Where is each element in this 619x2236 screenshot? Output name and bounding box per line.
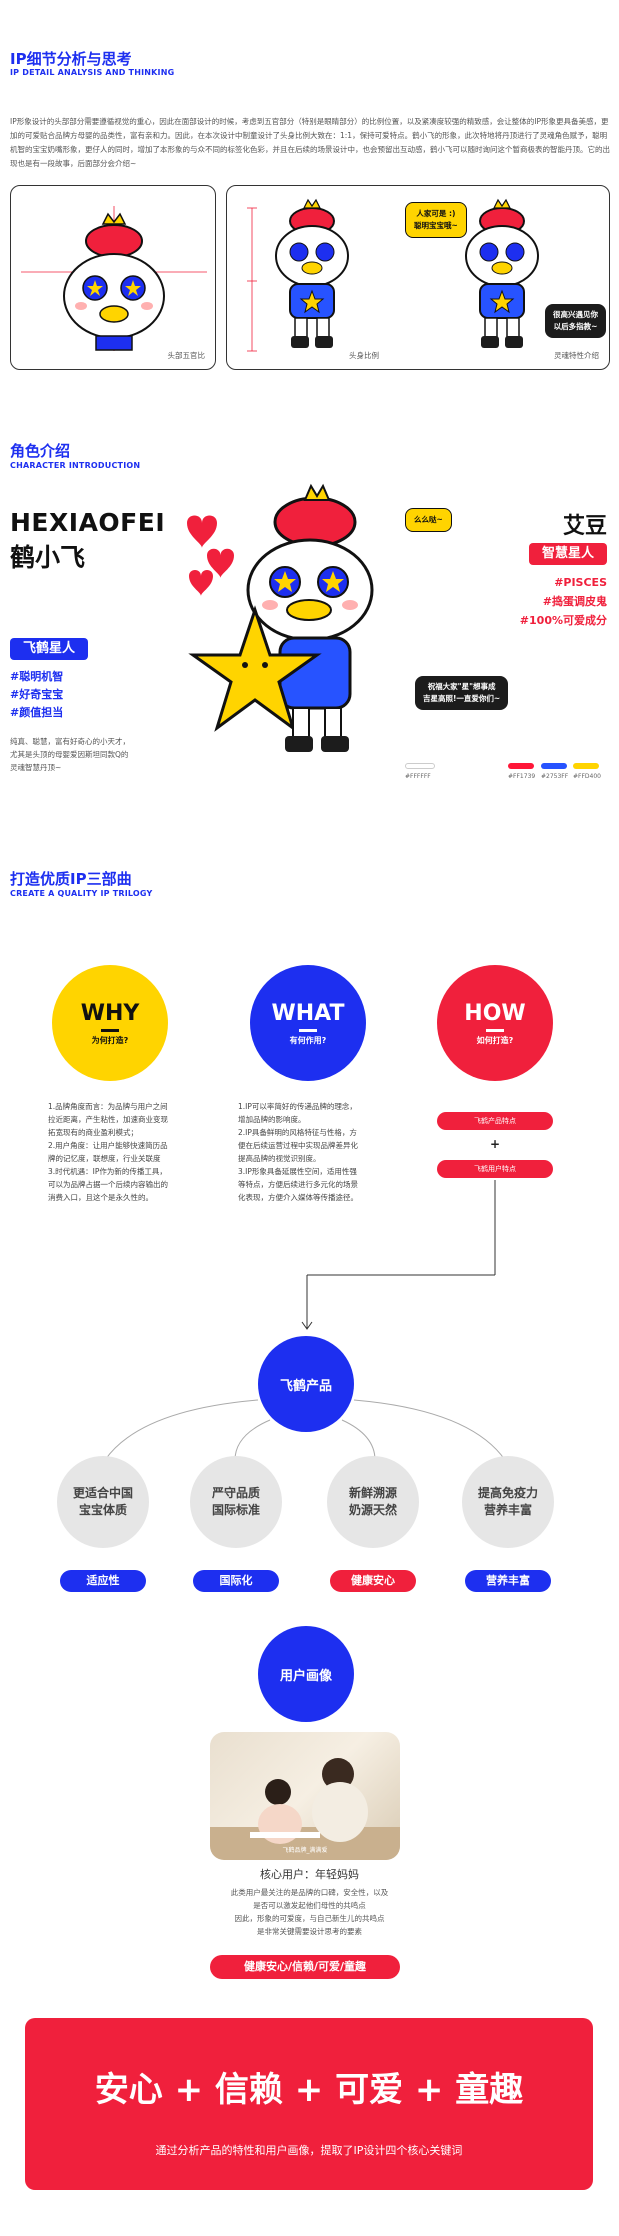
swatch-red xyxy=(508,763,534,769)
how-heading: HOW xyxy=(464,1000,526,1026)
section1-paragraph: IP形象设计的头部部分需要遵循视觉的重心，因此在面部设计的时候，考虑到五官部分（… xyxy=(10,117,610,168)
card2-caption: 头身比例 xyxy=(349,351,379,360)
section3-title: 打造优质IP三部曲 xyxy=(10,870,132,888)
plus-sign: + xyxy=(489,1137,501,1151)
family-photo: 飞鹤品牌_满满爱 xyxy=(210,1732,400,1860)
greeting-bubble: 很高兴遇见你 以后多指教~ xyxy=(545,304,606,338)
swatch-label: #2753FF xyxy=(541,773,569,780)
body-ratio-card: 头身比例 灵魂特性介绍 人家可是 :) 聪明宝宝哦~ 很高兴遇见你 以后多指教~ xyxy=(226,185,610,370)
banner-headline: 安心 + 信赖 + 可爱 + 童趣 xyxy=(94,2070,524,2110)
why-divider xyxy=(101,1028,119,1032)
product-traits-pill: 飞鹤产品特点 xyxy=(437,1112,553,1130)
card3-caption: 灵魂特性介绍 xyxy=(554,351,599,360)
kiss-bubble: 么么哒~ xyxy=(405,508,452,532)
feature-tag: 国际化 xyxy=(193,1570,279,1592)
section2-title: 角色介绍 xyxy=(10,442,71,460)
feature-tag: 健康安心 xyxy=(330,1570,416,1592)
swatch-yellow xyxy=(573,763,599,769)
product-label: 飞鹤产品 xyxy=(279,1378,332,1394)
flow-connector xyxy=(301,1180,496,1330)
body-ratio-illustration xyxy=(247,198,539,352)
hashtag: #PISCES xyxy=(554,576,607,589)
branch-lines xyxy=(104,1399,506,1461)
section3-subtitle: CREATE A QUALITY IP TRILOGY xyxy=(10,889,153,898)
user-portrait-label: 用户画像 xyxy=(279,1668,332,1684)
right-name: 艾豆 xyxy=(562,514,607,539)
user-traits-pill: 飞鹤用户特点 xyxy=(437,1160,553,1178)
right-hashtags: #PISCES #捣蛋调皮鬼 #100%可爱成分 xyxy=(520,573,607,630)
swatch-label: #FFD400 xyxy=(573,773,602,780)
card1-caption: 头部五官比 xyxy=(167,351,206,360)
keyword-tag: 健康安心/信赖/可爱/童趣 xyxy=(210,1955,400,1979)
product-circle: 飞鹤产品 xyxy=(258,1336,354,1432)
hashtag: #颜值担当 xyxy=(10,706,64,719)
hashtag: #好奇宝宝 xyxy=(10,688,64,701)
why-list: 1.品牌角度而言：为品牌与用户之间 拉近距离，产生粘性，加速商业变现 拓宽现有的… xyxy=(48,1102,168,1202)
what-list: 1.IP可以率简好的传递品牌的理念， 增加品牌的影响度。 2.IP具备鲜明的风格… xyxy=(238,1102,358,1202)
why-heading: WHY xyxy=(80,1000,140,1026)
feature-circle: 新鲜溯源 奶源天然 xyxy=(327,1456,419,1548)
core-user-desc: 此类用户最关注的是品牌的口碑，安全性，以及 是否可以激发起他们母性的共鸣点 因此… xyxy=(230,1888,389,1936)
blessing-bubble: 祝福大家"星"想事成 吉星高照!一直爱你们~ xyxy=(415,676,509,710)
hashtag: #聪明机智 xyxy=(10,670,64,683)
feature-circle: 更适合中国 宝宝体质 xyxy=(57,1456,149,1548)
hashtag: #100%可爱成分 xyxy=(519,614,607,627)
feature-circle: 提高免疫力 营养丰富 xyxy=(462,1456,554,1548)
swatch-label: #FF1739 xyxy=(508,773,536,780)
feature-tag: 适应性 xyxy=(60,1570,146,1592)
what-circle: WHAT 有何作用? xyxy=(250,965,366,1081)
how-circle: HOW 如何打造? xyxy=(437,965,553,1081)
photo-illustration xyxy=(210,1758,400,1860)
hexiaofei-character xyxy=(187,483,374,752)
what-subheading: 有何作用? xyxy=(289,1035,327,1045)
user-portrait-circle: 用户画像 xyxy=(258,1626,354,1722)
wisdom-tag: 智慧星人 xyxy=(529,543,607,565)
smart-bubble: 人家可是 :) 聪明宝宝哦~ xyxy=(405,202,467,238)
what-divider xyxy=(299,1028,317,1032)
section2-subtitle: CHARACTER INTRODUCTION xyxy=(10,461,141,470)
hashtag: #捣蛋调皮鬼 xyxy=(542,595,607,608)
swatch-blue xyxy=(541,763,567,769)
head-ratio-card: 头部五官比 xyxy=(10,185,216,370)
character-description: 纯真、聪慧，富有好奇心的小天才， 尤其是头顶的母婴爱因斯坦同款Q的 灵魂智慧丹顶… xyxy=(10,737,130,772)
photo-caption: 飞鹤品牌_满满爱 xyxy=(282,1847,328,1854)
planet-tag: 飞鹤星人 xyxy=(10,638,88,660)
how-subheading: 如何打造? xyxy=(476,1035,514,1045)
section1-subtitle: IP DETAIL ANALYSIS AND THINKING xyxy=(10,68,175,77)
character-name-cn: 鹤小飞 xyxy=(10,543,86,572)
feature-circle: 严守品质 国际标准 xyxy=(190,1456,282,1548)
core-user-title: 核心用户：年轻妈妈 xyxy=(260,1868,359,1881)
why-subheading: 为何打造? xyxy=(91,1035,129,1045)
what-heading: WHAT xyxy=(271,1000,345,1026)
left-hashtags: #聪明机智 #好奇宝宝 #颜值担当 xyxy=(10,668,63,722)
swatch-white xyxy=(405,763,435,769)
character-name-en: HEXIAOFEI xyxy=(10,508,166,537)
how-divider xyxy=(486,1028,504,1032)
why-circle: WHY 为何打造? xyxy=(52,965,168,1081)
banner-subtext: 通过分析产品的特性和用户画像，提取了IP设计四个核心关键词 xyxy=(155,2144,463,2157)
feature-tag: 营养丰富 xyxy=(465,1570,551,1592)
swatch-label: #FFFFFF xyxy=(405,773,431,780)
head-ratio-illustration xyxy=(21,206,207,351)
keyword-banner: 安心 + 信赖 + 可爱 + 童趣 通过分析产品的特性和用户画像，提取了IP设计… xyxy=(25,2018,593,2190)
section1-title: IP细节分析与思考 xyxy=(10,50,132,68)
